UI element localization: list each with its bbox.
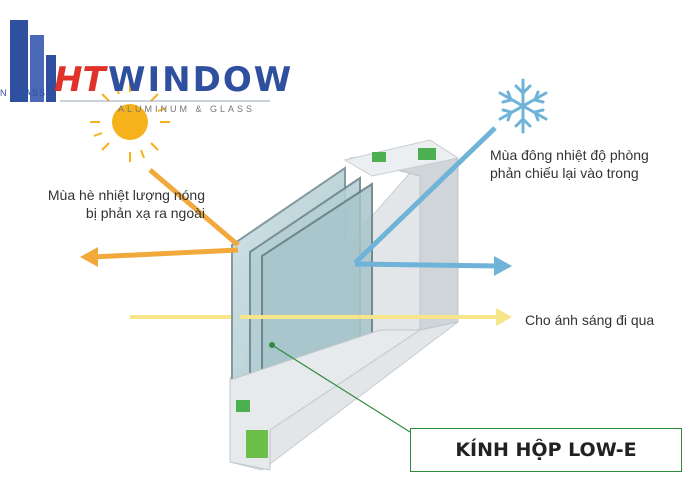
gasket-bottom-left [236, 400, 250, 412]
winter-arrow-out [355, 264, 498, 266]
light-arrowhead [496, 308, 512, 326]
logo-brand-prefix: HT [54, 60, 106, 100]
gasket-top-left [372, 152, 386, 162]
summer-arrow-out [92, 250, 238, 257]
summer-arrowhead [80, 247, 98, 267]
product-label-box: KÍNH HỘP LOW-E [410, 428, 682, 472]
gasket-bottom-right [246, 430, 268, 458]
logo-tagline: ALUMINUM & GLASS [118, 104, 255, 114]
gasket-top-right [418, 148, 436, 160]
snowflake-icon [500, 80, 546, 132]
winter-label: Mùa đông nhiệt độ phòng phản chiếu lại v… [490, 146, 660, 182]
logo-brand-word: WINDOW [108, 60, 293, 100]
summer-label: Mùa hè nhiệt lượng nóng bị phản xạ ra ng… [40, 186, 205, 222]
winter-arrowhead [494, 256, 512, 276]
logo-left-text: N GLASS [0, 88, 46, 98]
brand-logo: N GLASS HT WINDOW ALUMINUM & GLASS [0, 18, 280, 108]
product-label: KÍNH HỘP LOW-E [455, 439, 636, 461]
light-label: Cho ánh sáng đi qua [525, 311, 654, 329]
